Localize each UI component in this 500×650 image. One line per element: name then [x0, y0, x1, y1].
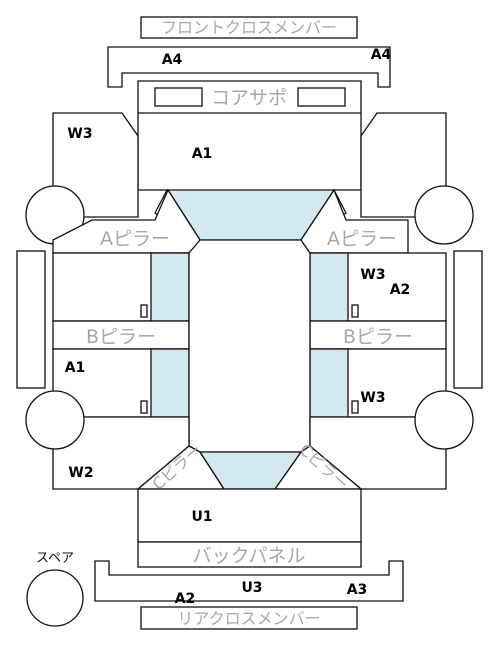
left-headlamp[interactable]: [154, 87, 203, 107]
code-rear-member-left: A2: [175, 591, 196, 607]
code-trunk: U1: [191, 509, 212, 525]
right-a-pillar-label: Aピラー: [327, 228, 397, 250]
left-b-pillar-label: Bピラー: [86, 326, 156, 348]
spare-tire-label: スペア: [36, 551, 74, 566]
left-side-sill[interactable]: [16, 250, 46, 389]
rear-cross-member-label: リアクロスメンバー: [177, 609, 320, 628]
code-left-front-fender: W3: [67, 126, 92, 142]
left-rear-door-handle[interactable]: [140, 400, 148, 414]
left-b-pillar[interactable]: [52, 320, 190, 350]
front-bumper-bracket[interactable]: [107, 46, 391, 88]
right-rear-wheel[interactable]: [414, 390, 474, 450]
left-front-door-glass[interactable]: [150, 252, 190, 322]
code-left-rear-door: A1: [65, 360, 86, 376]
back-panel[interactable]: [137, 541, 362, 568]
front-cross-member[interactable]: フロントクロスメンバー: [140, 16, 358, 39]
right-front-door-glass[interactable]: [309, 252, 349, 322]
roof-panel[interactable]: [188, 239, 311, 453]
left-a-pillar-label: Aピラー: [100, 228, 170, 250]
rear-bumper-bracket[interactable]: [94, 560, 404, 602]
code-front-member-left: A4: [162, 52, 183, 68]
right-headlamp[interactable]: [297, 87, 346, 107]
code-right-rear-door: W3: [360, 390, 385, 406]
right-rear-door-handle[interactable]: [351, 400, 359, 414]
right-side-sill[interactable]: [453, 250, 483, 389]
code-right-front-door: W3: [360, 267, 385, 283]
code-rear-member-center: U3: [241, 580, 262, 596]
left-rear-door-glass[interactable]: [150, 348, 190, 418]
code-front-member-right: A4: [371, 47, 392, 63]
spare-tire[interactable]: [26, 569, 84, 627]
left-front-door-handle[interactable]: [140, 304, 148, 318]
code-rear-member-right: A3: [347, 582, 368, 598]
right-rear-door-glass[interactable]: [309, 348, 349, 418]
core-support-label: コアサポ: [211, 87, 287, 109]
right-front-door-handle[interactable]: [351, 304, 359, 318]
code-left-rear-fender: W2: [68, 465, 93, 481]
back-panel-label: バックパネル: [192, 545, 305, 567]
front-cross-member-label: フロントクロスメンバー: [161, 18, 337, 37]
right-b-pillar[interactable]: [309, 320, 447, 350]
right-b-pillar-label: Bピラー: [343, 326, 413, 348]
code-hood: A1: [192, 146, 213, 162]
left-rear-wheel[interactable]: [25, 390, 85, 450]
trunk-lid[interactable]: [137, 488, 362, 543]
right-front-wheel[interactable]: [414, 185, 474, 245]
rear-cross-member[interactable]: リアクロスメンバー: [140, 606, 358, 630]
code-right-front-door-2: A2: [390, 282, 411, 298]
